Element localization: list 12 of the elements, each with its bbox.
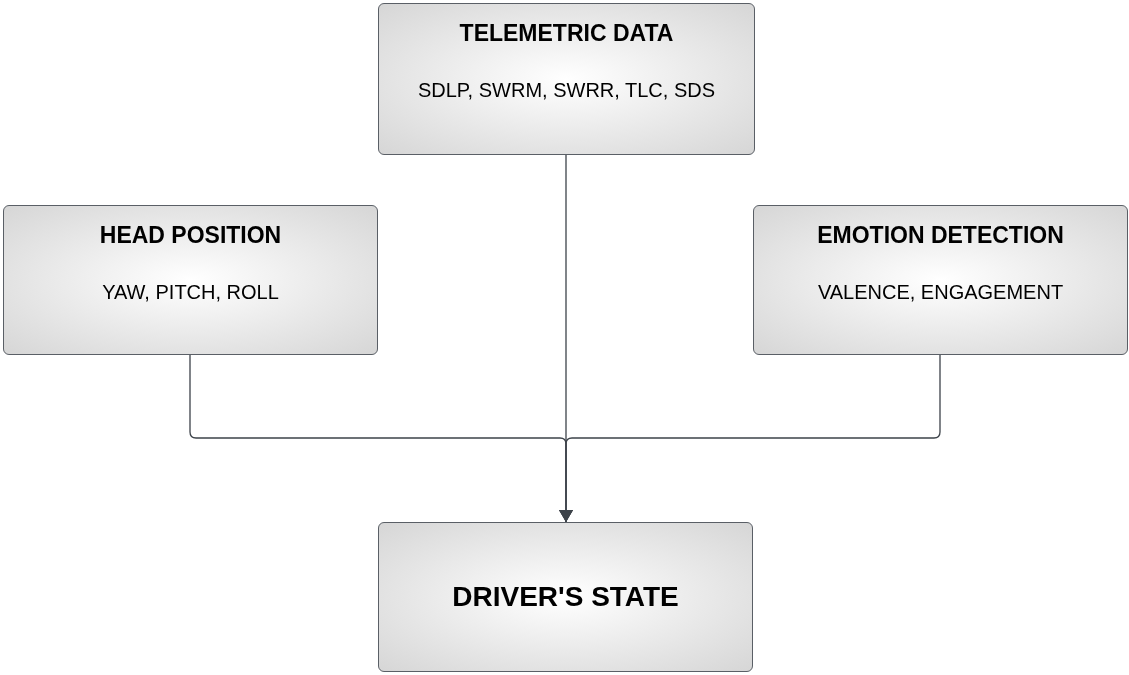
box-description: VALENCE, ENGAGEMENT (817, 279, 1064, 305)
box-description: SDLP, SWRM, SWRR, TLC, SDS (417, 77, 716, 103)
box-description: YAW, PITCH, ROLL (102, 279, 279, 305)
process-box (378, 3, 755, 155)
box-title: TELEMETRIC DATA (459, 19, 674, 48)
process-box (3, 205, 378, 355)
box-title: DRIVER'S STATE (452, 580, 679, 614)
box-title: HEAD POSITION (99, 221, 282, 250)
process-box (378, 522, 753, 672)
box-title: EMOTION DETECTION (817, 221, 1064, 250)
connector-arrow (559, 354, 941, 523)
process-box (753, 205, 1128, 355)
